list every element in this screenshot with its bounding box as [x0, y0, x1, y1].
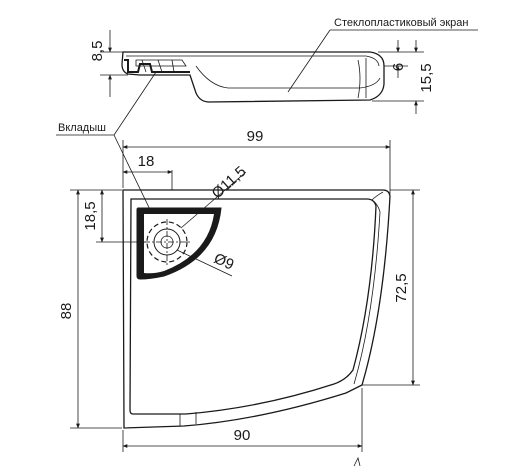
- callout-screen: Стеклопластиковый экран: [287, 17, 478, 93]
- dim-side-right: 6 15,5: [372, 40, 435, 114]
- callout-screen-label: Стеклопластиковый экран: [334, 17, 469, 29]
- dim-drain-inner: Ø9: [176, 249, 236, 277]
- dim-offset-y: 18,5: [82, 189, 146, 243]
- dim-offset-x: 18: [122, 153, 173, 190]
- top-view-outer-contour: [122, 189, 391, 429]
- side-view-screen-curve: [195, 65, 381, 89]
- side-view-right-band-2: [357, 59, 361, 99]
- top-view: [122, 189, 391, 429]
- top-view-inner-contour: [129, 198, 377, 415]
- callout-insert-label: Вкладыш: [58, 122, 106, 134]
- dim-overall-width: 99: [122, 128, 391, 194]
- side-view-drain-detail-2: [141, 59, 175, 73]
- dim-side-rim-label: 6: [390, 63, 407, 71]
- dim-side-height: 8,5: [89, 30, 128, 97]
- dim-overall-height-label: 88: [58, 303, 75, 320]
- dim-right-height-label: 72,5: [393, 273, 410, 302]
- dim-side-total-label: 15,5: [418, 63, 435, 92]
- dim-side-height-label: 8,5: [89, 41, 106, 62]
- dim-bottom-width-label: 90: [234, 427, 251, 444]
- side-view: [121, 51, 385, 103]
- top-view-bottom-notch: [179, 412, 197, 426]
- dim-overall-width-label: 99: [247, 128, 264, 145]
- side-view-rim-line: [126, 55, 380, 67]
- dim-bottom-width: 90: [122, 388, 363, 452]
- top-view-rim-band: [353, 199, 381, 385]
- dim-offset-y-label: 18,5: [82, 201, 99, 230]
- dim-right-height: 72,5: [362, 189, 420, 386]
- top-view-rim-band-2: [371, 191, 384, 201]
- side-view-tray-outline: [121, 51, 385, 103]
- dim-drain-inner-label: Ø9: [211, 250, 236, 274]
- side-view-drain-detail: [135, 59, 187, 67]
- side-view-drain-insert: [124, 59, 190, 73]
- dim-drain-outer-label: Ø11,5: [209, 163, 250, 202]
- corner-mark: [353, 456, 361, 467]
- callout-insert: Вкладыш: [56, 71, 157, 223]
- dim-offset-x-label: 18: [138, 153, 155, 170]
- dim-overall-height: 88: [58, 189, 122, 429]
